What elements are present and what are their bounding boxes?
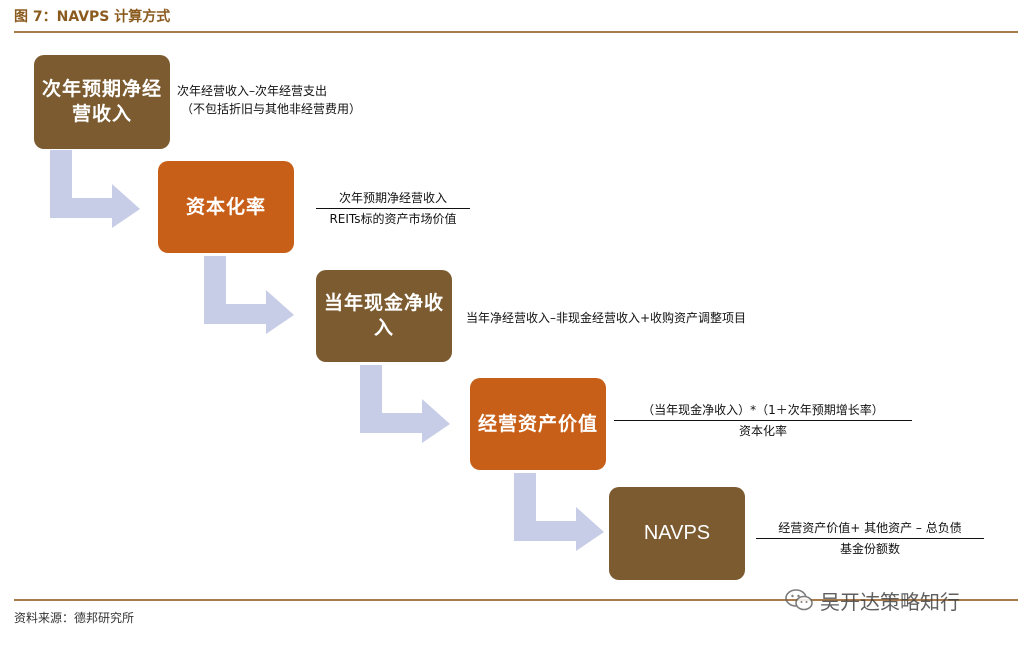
watermark: 吴开达策略知行 (784, 585, 960, 615)
step-label: 次年预期净经营收入 (42, 78, 163, 125)
step-box-operating-asset-value: 经营资产价值 (470, 378, 606, 470)
fraction-numerator: 经营资产价值+ 其他资产 – 总负债 (778, 521, 962, 535)
step-box-current-cash-income: 当年现金净收入 (316, 270, 452, 362)
fraction-bar (316, 208, 470, 209)
watermark-text: 吴开达策略知行 (820, 589, 960, 614)
wechat-icon (785, 589, 813, 611)
fraction-denominator: REITs标的资产市场价值 (329, 212, 457, 226)
fraction-navps: 经营资产价值+ 其他资产 – 总负债 基金份额数 (756, 520, 984, 557)
flow-arrow-icon (360, 365, 450, 443)
bottom-divider (14, 599, 1018, 601)
figure-title: 图 7：NAVPS 计算方式 (14, 9, 171, 25)
flow-arrow-icon (50, 150, 140, 228)
note-line-1: 次年经营收入–次年经营支出 (177, 84, 328, 98)
step-label: 资本化率 (185, 195, 266, 218)
fraction-denominator: 资本化率 (738, 424, 787, 438)
flow-arrow-icon (204, 256, 294, 334)
step-note: 次年经营收入–次年经营支出 （不包括折旧与其他非经营费用） (177, 82, 361, 118)
fraction-bar (614, 420, 912, 421)
fraction-cap-rate: 次年预期净经营收入 REITs标的资产市场价值 (316, 190, 470, 227)
step-label: NAVPS (643, 522, 711, 544)
fraction-operating-asset-value: （当年现金净收入）*（1＋次年预期增长率） 资本化率 (614, 402, 912, 439)
fraction-numerator: 次年预期净经营收入 (338, 191, 447, 205)
fraction-bar (756, 538, 984, 539)
flow-arrow-icon (514, 473, 604, 551)
fraction-numerator: （当年现金净收入）*（1＋次年预期增长率） (642, 403, 884, 417)
step-box-cap-rate: 资本化率 (158, 161, 294, 253)
source-note: 资料来源：德邦研究所 (14, 611, 135, 625)
top-divider (14, 31, 1018, 33)
fraction-denominator: 基金份额数 (839, 542, 900, 556)
step-box-navps: NAVPS (609, 487, 745, 580)
step-label: 经营资产价值 (478, 412, 599, 435)
step-note: 当年净经营收入–非现金经营收入+收购资产调整项目 (466, 311, 747, 325)
note-line-2: （不包括折旧与其他非经营费用） (181, 102, 362, 116)
step-label: 当年现金净收入 (324, 292, 445, 339)
step-box-next-year-noi: 次年预期净经营收入 (34, 55, 170, 149)
